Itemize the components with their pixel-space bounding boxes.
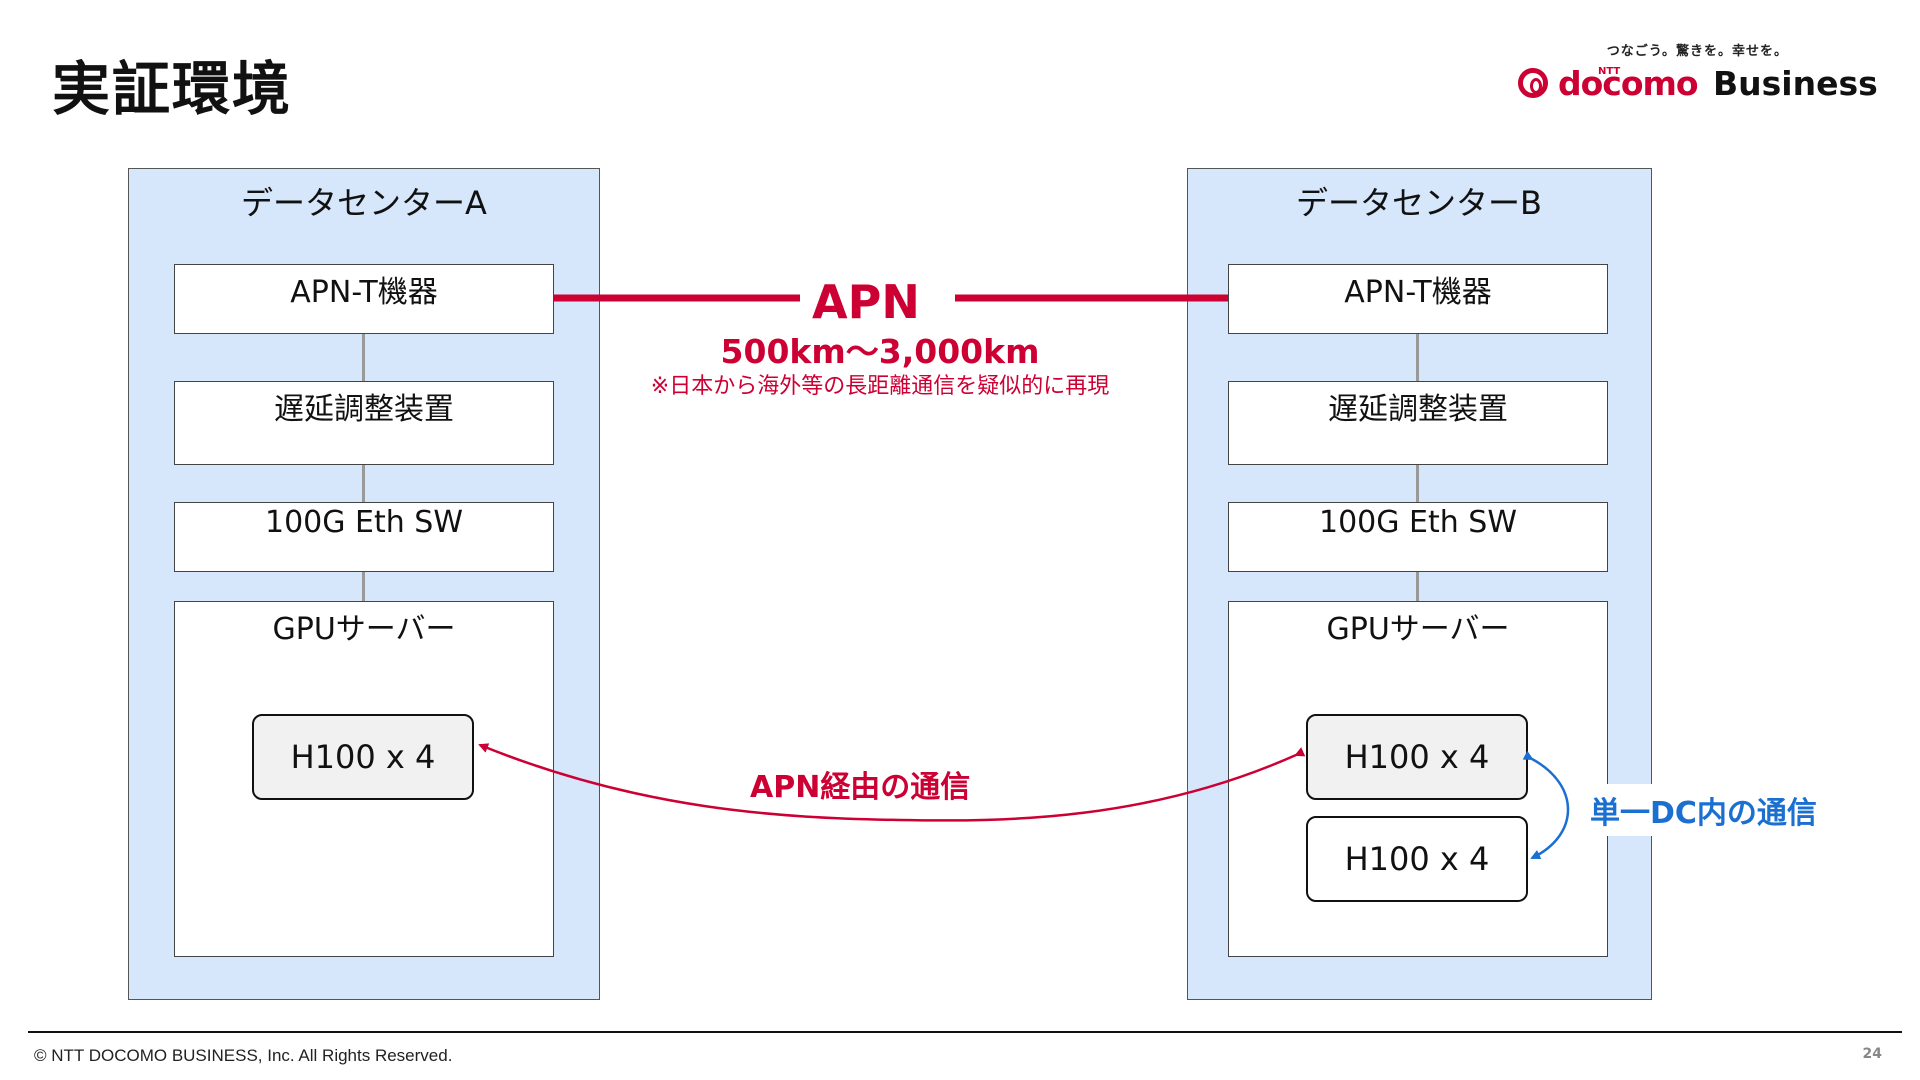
dc-a-delay-device: 遅延調整装置 bbox=[174, 381, 554, 465]
logo-business-text: Business bbox=[1713, 64, 1878, 103]
datacenter-a-label: データセンターA bbox=[241, 184, 487, 222]
dc-b-gpu-server-label: GPUサーバー bbox=[1326, 612, 1510, 647]
dc-b-switch: 100G Eth SW bbox=[1228, 502, 1608, 572]
dc-b-delay-device: 遅延調整装置 bbox=[1228, 381, 1608, 465]
docomo-mark-icon bbox=[1518, 68, 1548, 98]
dc-b-connector-1 bbox=[1416, 334, 1419, 381]
dc-b-apn-device: APN-T機器 bbox=[1228, 264, 1608, 334]
page-number: 24 bbox=[1862, 1046, 1882, 1062]
dc-a-apn-device: APN-T機器 bbox=[174, 264, 554, 334]
page-title: 実証環境 bbox=[52, 55, 293, 123]
dc-a-connector-1 bbox=[362, 334, 365, 381]
dc-a-gpu-server-label: GPUサーバー bbox=[272, 612, 456, 647]
apn-communication-label: APN経由の通信 bbox=[750, 770, 971, 805]
dc-a-gpu-unit: H100 x 4 bbox=[252, 714, 474, 800]
dc-a-switch: 100G Eth SW bbox=[174, 502, 554, 572]
dc-a-connector-3 bbox=[362, 572, 365, 601]
intra-dc-communication-label: 単一DC内の通信 bbox=[1588, 784, 1819, 836]
apn-note: ※日本から海外等の長距離通信を疑似的に再現 bbox=[650, 374, 1110, 399]
datacenter-b-label: データセンターB bbox=[1296, 184, 1542, 222]
footer-divider bbox=[28, 1031, 1902, 1033]
apn-communication-arrow bbox=[478, 743, 1306, 822]
intra-dc-communication-arrow bbox=[1522, 750, 1570, 860]
dc-b-gpu-unit-1: H100 x 4 bbox=[1306, 714, 1528, 800]
logo-tagline: つなごう。驚きを。幸せを。 bbox=[1606, 44, 1788, 59]
apn-label: APN bbox=[812, 275, 920, 329]
docomo-business-logo: つなごう。驚きを。幸せを。 docomo NTT Business bbox=[1518, 40, 1898, 110]
footer-copyright: © NTT DOCOMO BUSINESS, Inc. All Rights R… bbox=[34, 1046, 453, 1065]
dc-b-connector-3 bbox=[1416, 572, 1419, 601]
logo-docomo-text: docomo bbox=[1558, 64, 1699, 103]
dc-b-connector-2 bbox=[1416, 465, 1419, 502]
apn-distance: 500km〜3,000km bbox=[720, 332, 1040, 371]
dc-a-connector-2 bbox=[362, 465, 365, 502]
dc-b-gpu-unit-2: H100 x 4 bbox=[1306, 816, 1528, 902]
logo-ntt-text: NTT bbox=[1598, 66, 1621, 77]
